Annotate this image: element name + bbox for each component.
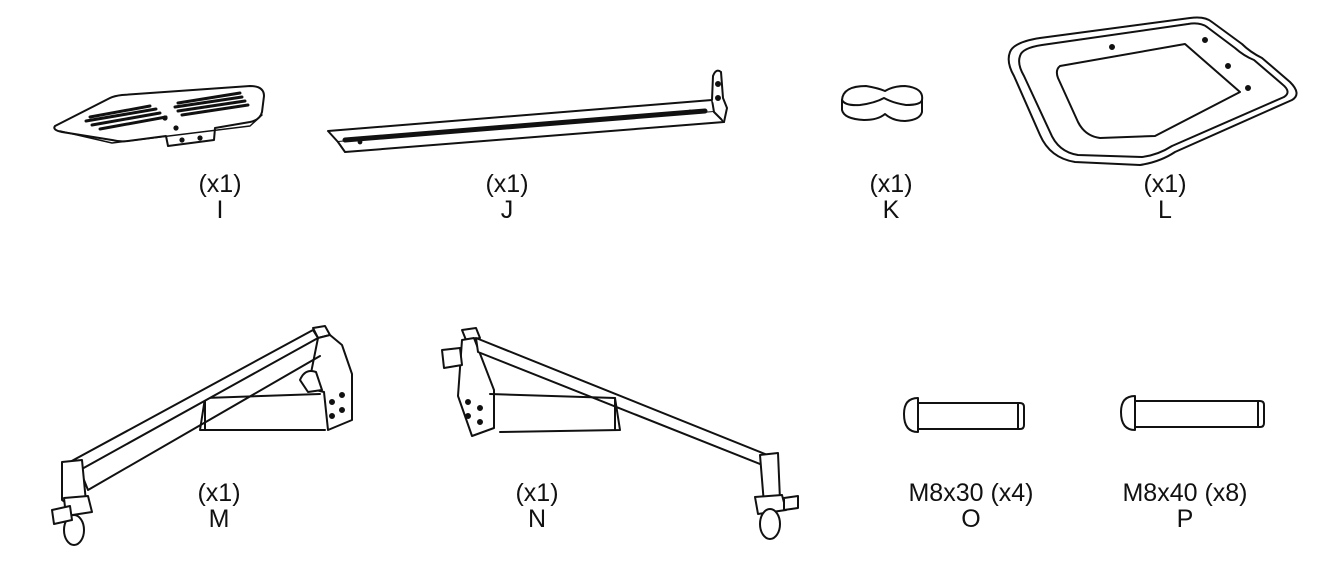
part-letter: P xyxy=(1176,505,1194,533)
part-letter: M xyxy=(208,505,230,533)
part-quantity: (x1) xyxy=(198,170,242,198)
part-label-i: (x1) I xyxy=(188,172,252,223)
mounting-rail-icon xyxy=(327,69,728,153)
part-quantity: M8x40 (x8) xyxy=(1122,479,1248,507)
part-label-m: (x1) M xyxy=(187,481,251,532)
part-label-o: M8x30 (x4) O xyxy=(886,481,1056,532)
bolt-long-icon xyxy=(1120,395,1265,431)
part-label-p: M8x40 (x8) P xyxy=(1100,481,1270,532)
part-letter: J xyxy=(500,196,514,224)
part-label-j: (x1) J xyxy=(475,172,539,223)
part-quantity: (x1) xyxy=(197,479,241,507)
part-label-l: (x1) L xyxy=(1133,172,1197,223)
part-quantity: (x1) xyxy=(1143,170,1187,198)
part-quantity: M8x30 (x4) xyxy=(908,479,1034,507)
base-cover-icon xyxy=(1007,16,1298,166)
bolt-short-icon xyxy=(903,397,1025,433)
part-quantity: (x1) xyxy=(515,479,559,507)
part-label-k: (x1) K xyxy=(859,172,923,223)
end-cap-icon xyxy=(841,85,924,122)
left-leg-caster-icon xyxy=(51,325,353,546)
part-quantity: (x1) xyxy=(869,170,913,198)
shelf-plate-icon xyxy=(53,85,265,147)
part-letter: L xyxy=(1158,196,1172,224)
right-leg-caster-icon xyxy=(441,327,799,540)
part-quantity: (x1) xyxy=(485,170,529,198)
part-letter: N xyxy=(527,505,547,533)
part-letter: I xyxy=(216,196,224,224)
part-letter: K xyxy=(882,196,900,224)
part-label-n: (x1) N xyxy=(505,481,569,532)
part-letter: O xyxy=(961,505,981,533)
